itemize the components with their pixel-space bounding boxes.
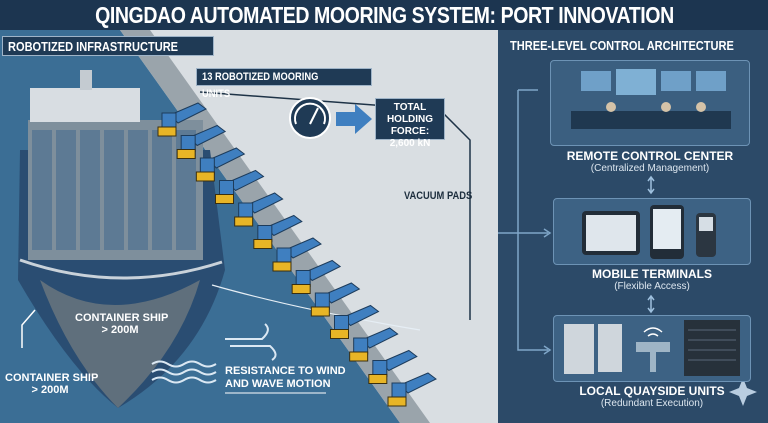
- port-illustration: [0, 30, 471, 423]
- level-remote: REMOTE CONTROL CENTER (Centralized Manag…: [550, 149, 750, 174]
- vacuum-pad: [387, 396, 407, 407]
- resistance-line: RESISTANCE TO WIND: [225, 365, 346, 377]
- mooring-unit: [253, 214, 303, 249]
- vacuum-pad: [368, 374, 388, 384]
- mooring-unit: [310, 282, 361, 317]
- mooring-units: [157, 102, 437, 407]
- control-room-icon: [571, 69, 731, 129]
- level-title: LOCAL QUAYSIDE UNITS: [579, 384, 725, 398]
- holding-force-box: TOTAL HOLDING FORCE: 2,600 kN: [375, 98, 445, 149]
- level-subtitle: (Flexible Access): [614, 281, 690, 292]
- ship-label-text: CONTAINER SHIP: [75, 312, 169, 324]
- arrow-icon: [336, 104, 372, 134]
- vacuum-pad: [349, 351, 369, 362]
- mooring-unit: [291, 259, 342, 294]
- vacuum-pad: [253, 239, 273, 249]
- sparkle-icon: [729, 378, 757, 406]
- ship-size-text: > 200M: [101, 324, 139, 336]
- mooring-unit: [234, 192, 284, 227]
- resistance-label: RESISTANCE TO WIND AND WAVE MOTION: [225, 365, 346, 391]
- mooring-unit: [368, 349, 418, 384]
- container-ship: [18, 70, 225, 408]
- vacuum-pad: [291, 284, 311, 294]
- mooring-unit: [349, 327, 399, 362]
- quayside-hardware-icon: [564, 320, 740, 376]
- level-subtitle: (Redundant Execution): [600, 398, 704, 409]
- vacuum-pad: [234, 216, 254, 227]
- connector-lines: [498, 89, 757, 406]
- section-heading-control: THREE-LEVEL CONTROL ARCHITECTURE: [510, 38, 734, 53]
- vacuum-pad: [176, 149, 196, 159]
- units-label: 13 ROBOTIZED MOORING UNITS: [196, 68, 372, 100]
- vacuum-pad: [215, 194, 234, 204]
- mooring-unit: [157, 102, 207, 137]
- level-local: LOCAL QUAYSIDE UNITS (Redundant Executio…: [552, 384, 752, 409]
- level-mobile: MOBILE TERMINALS (Flexible Access): [552, 267, 752, 292]
- wind-icon: [225, 323, 277, 361]
- mooring-unit: [330, 304, 380, 339]
- vacuum-pad: [157, 126, 177, 137]
- local-quayside-units-image: [553, 315, 751, 382]
- ship-label-text: CONTAINER SHIP: [5, 372, 99, 384]
- force-label: TOTAL HOLDING FORCE:: [386, 102, 434, 137]
- resistance-line: AND WAVE MOTION: [225, 378, 331, 390]
- ship-size-text: > 200M: [31, 384, 69, 396]
- vacuum-pad: [272, 261, 292, 272]
- mooring-unit: [195, 147, 246, 182]
- remote-control-center-image: [550, 60, 750, 146]
- vacuum-pad: [195, 171, 215, 182]
- control-architecture-panel: THREE-LEVEL CONTROL ARCHITECTURE REMOTE …: [498, 30, 768, 423]
- mooring-unit: [176, 124, 227, 159]
- section-heading-infrastructure: ROBOTIZED INFRASTRUCTURE: [2, 36, 215, 56]
- vacuum-pad: [330, 329, 349, 339]
- mooring-unit: [387, 372, 437, 407]
- devices-icon: [582, 205, 716, 259]
- page-title: QINGDAO AUTOMATED MOORING SYSTEM: PORT I…: [0, 0, 768, 30]
- vacuum-pad: [310, 306, 330, 317]
- level-subtitle: (Centralized Management): [590, 163, 710, 174]
- level-title: REMOTE CONTROL CENTER: [566, 149, 734, 163]
- force-value: 2,600 kN: [389, 138, 431, 149]
- mobile-terminals-image: [553, 198, 751, 265]
- mooring-unit: [215, 169, 265, 204]
- gauge-icon: [289, 97, 331, 139]
- robotized-infrastructure-panel: ROBOTIZED INFRASTRUCTURE 13 ROBOTIZED MO…: [0, 30, 498, 423]
- ship-label-1: CONTAINER SHIP > 200M: [75, 312, 169, 336]
- waves-icon: [151, 360, 217, 384]
- vacuum-pads-label: VACUUM PADS: [404, 190, 473, 202]
- mooring-unit: [272, 237, 322, 272]
- ship-label-2: CONTAINER SHIP > 200M: [5, 372, 99, 396]
- level-title: MOBILE TERMINALS: [592, 267, 712, 281]
